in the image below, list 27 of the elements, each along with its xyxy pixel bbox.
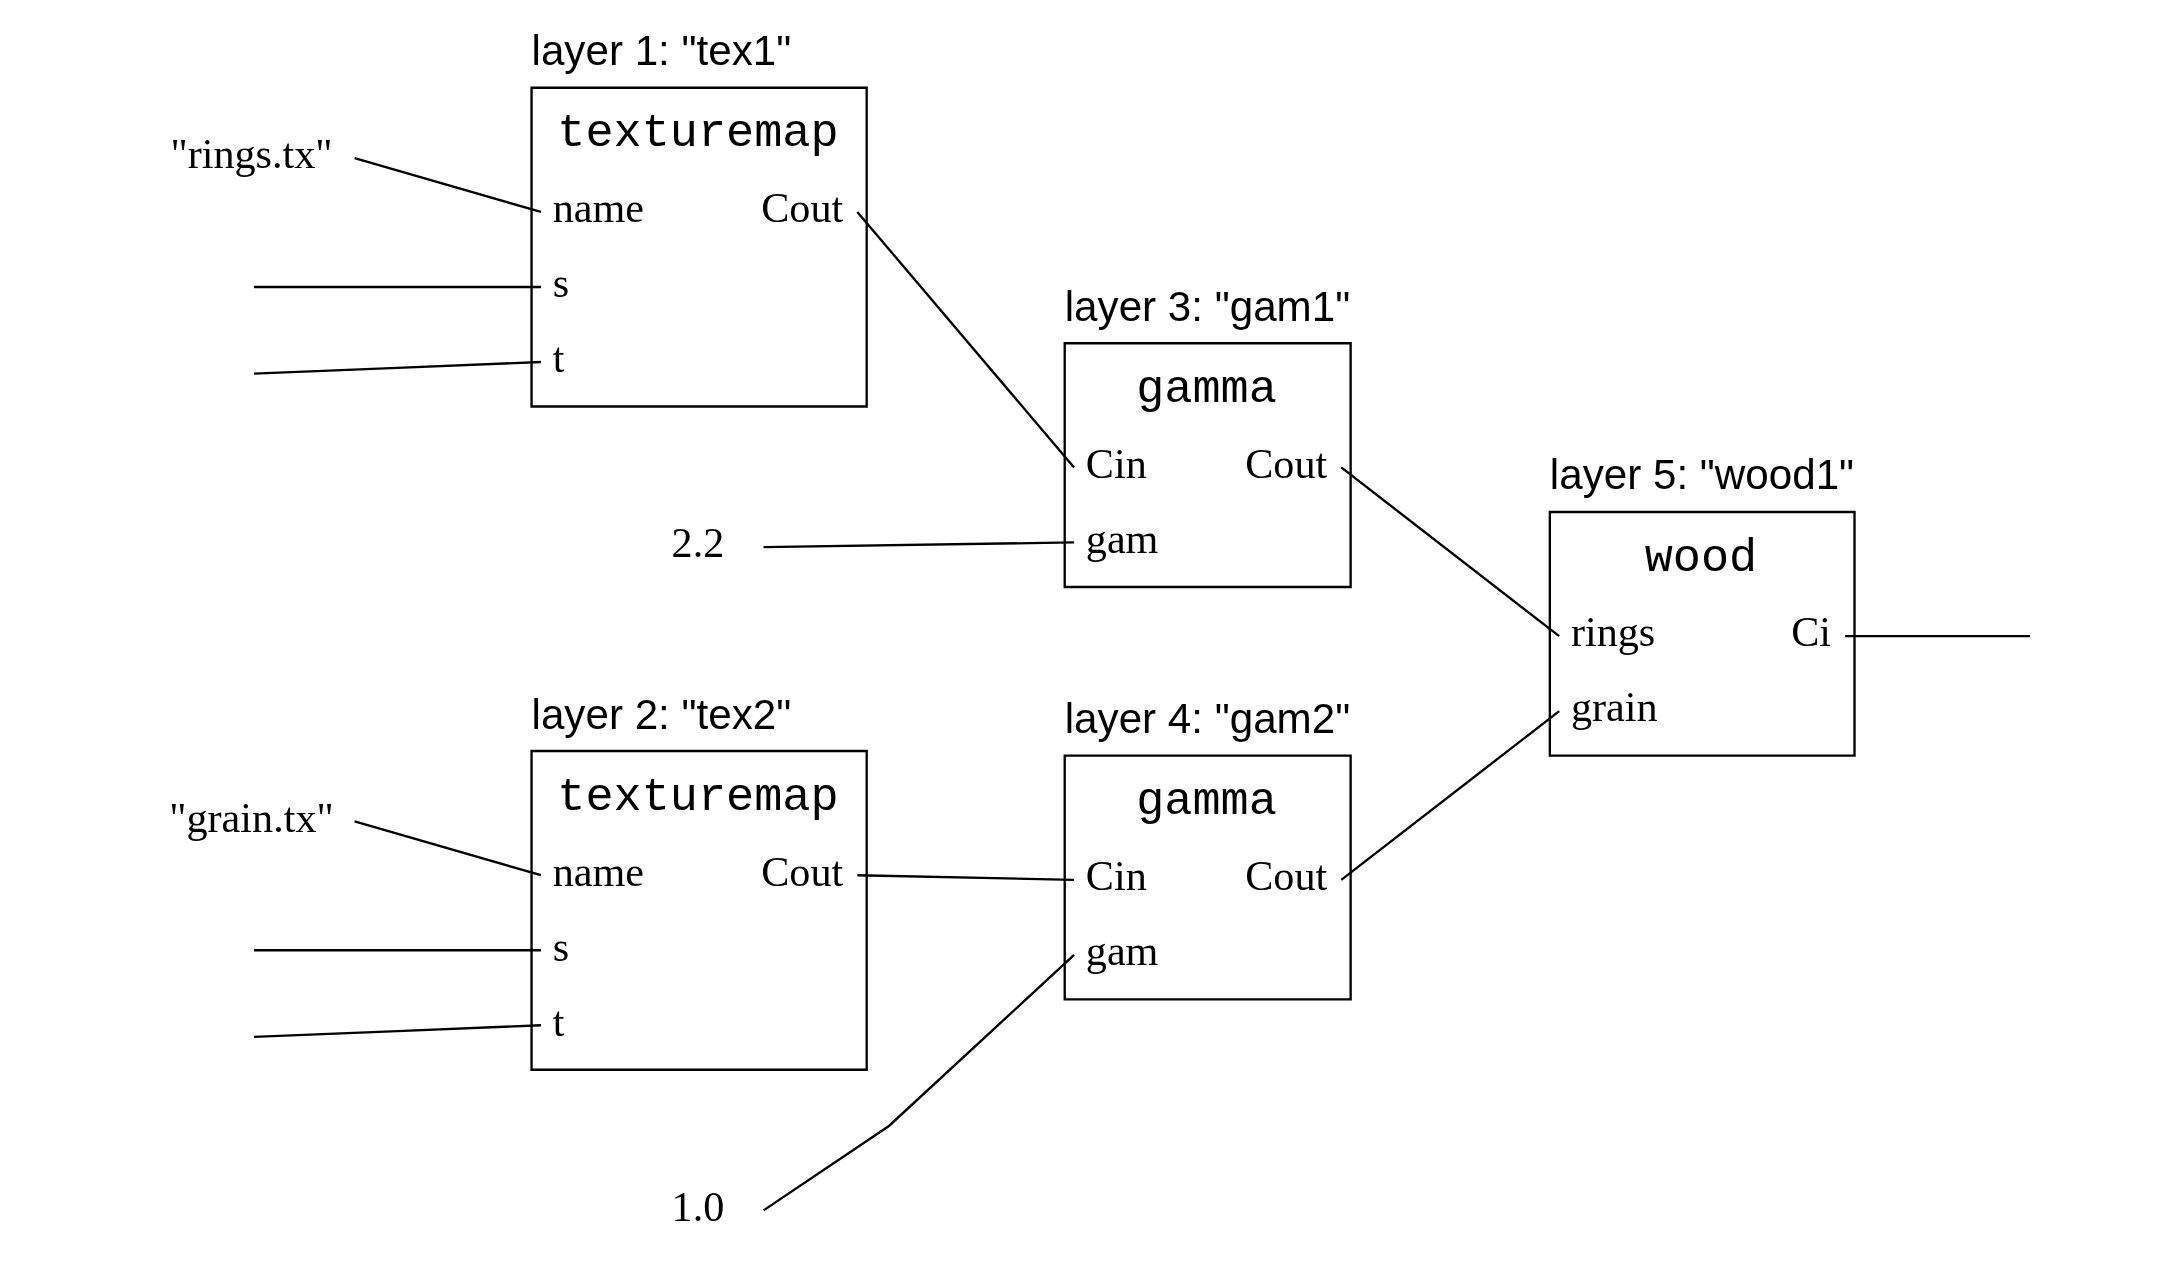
connector xyxy=(856,211,1075,469)
node-box: texturemap name Cout s t xyxy=(530,86,868,408)
node-text: "grain.tx" xyxy=(169,793,334,841)
connector xyxy=(354,820,542,877)
node-text: "rings.tx" xyxy=(170,130,333,178)
node-box: gamma Cin Cout gam xyxy=(1063,754,1352,1001)
connector xyxy=(254,1024,541,1039)
connector xyxy=(354,156,542,214)
connector xyxy=(254,360,541,375)
connector xyxy=(763,541,1075,549)
node-box: gamma Cin Cout gam xyxy=(1063,342,1352,589)
node-label: layer 4: "gam2" xyxy=(1064,695,1351,743)
node-label: layer 3: "gam1" xyxy=(1064,282,1351,330)
connector xyxy=(1845,635,2031,638)
connector xyxy=(762,954,1075,1212)
node-label: layer 1: "tex1" xyxy=(531,27,792,75)
node-box: texturemap name Cout s t xyxy=(530,749,868,1071)
node-box: wood rings Ci grain xyxy=(1548,510,1856,757)
node-label: layer 2: "tex2" xyxy=(531,690,792,738)
node-text: 2.2 xyxy=(671,519,725,567)
connector xyxy=(1340,466,1560,638)
node-label: layer 5: "wood1" xyxy=(1549,451,1855,499)
connector xyxy=(254,949,541,952)
connector xyxy=(1340,710,1560,881)
node-text: 1.0 xyxy=(671,1182,725,1230)
connector xyxy=(857,874,1075,882)
connector xyxy=(254,285,541,289)
